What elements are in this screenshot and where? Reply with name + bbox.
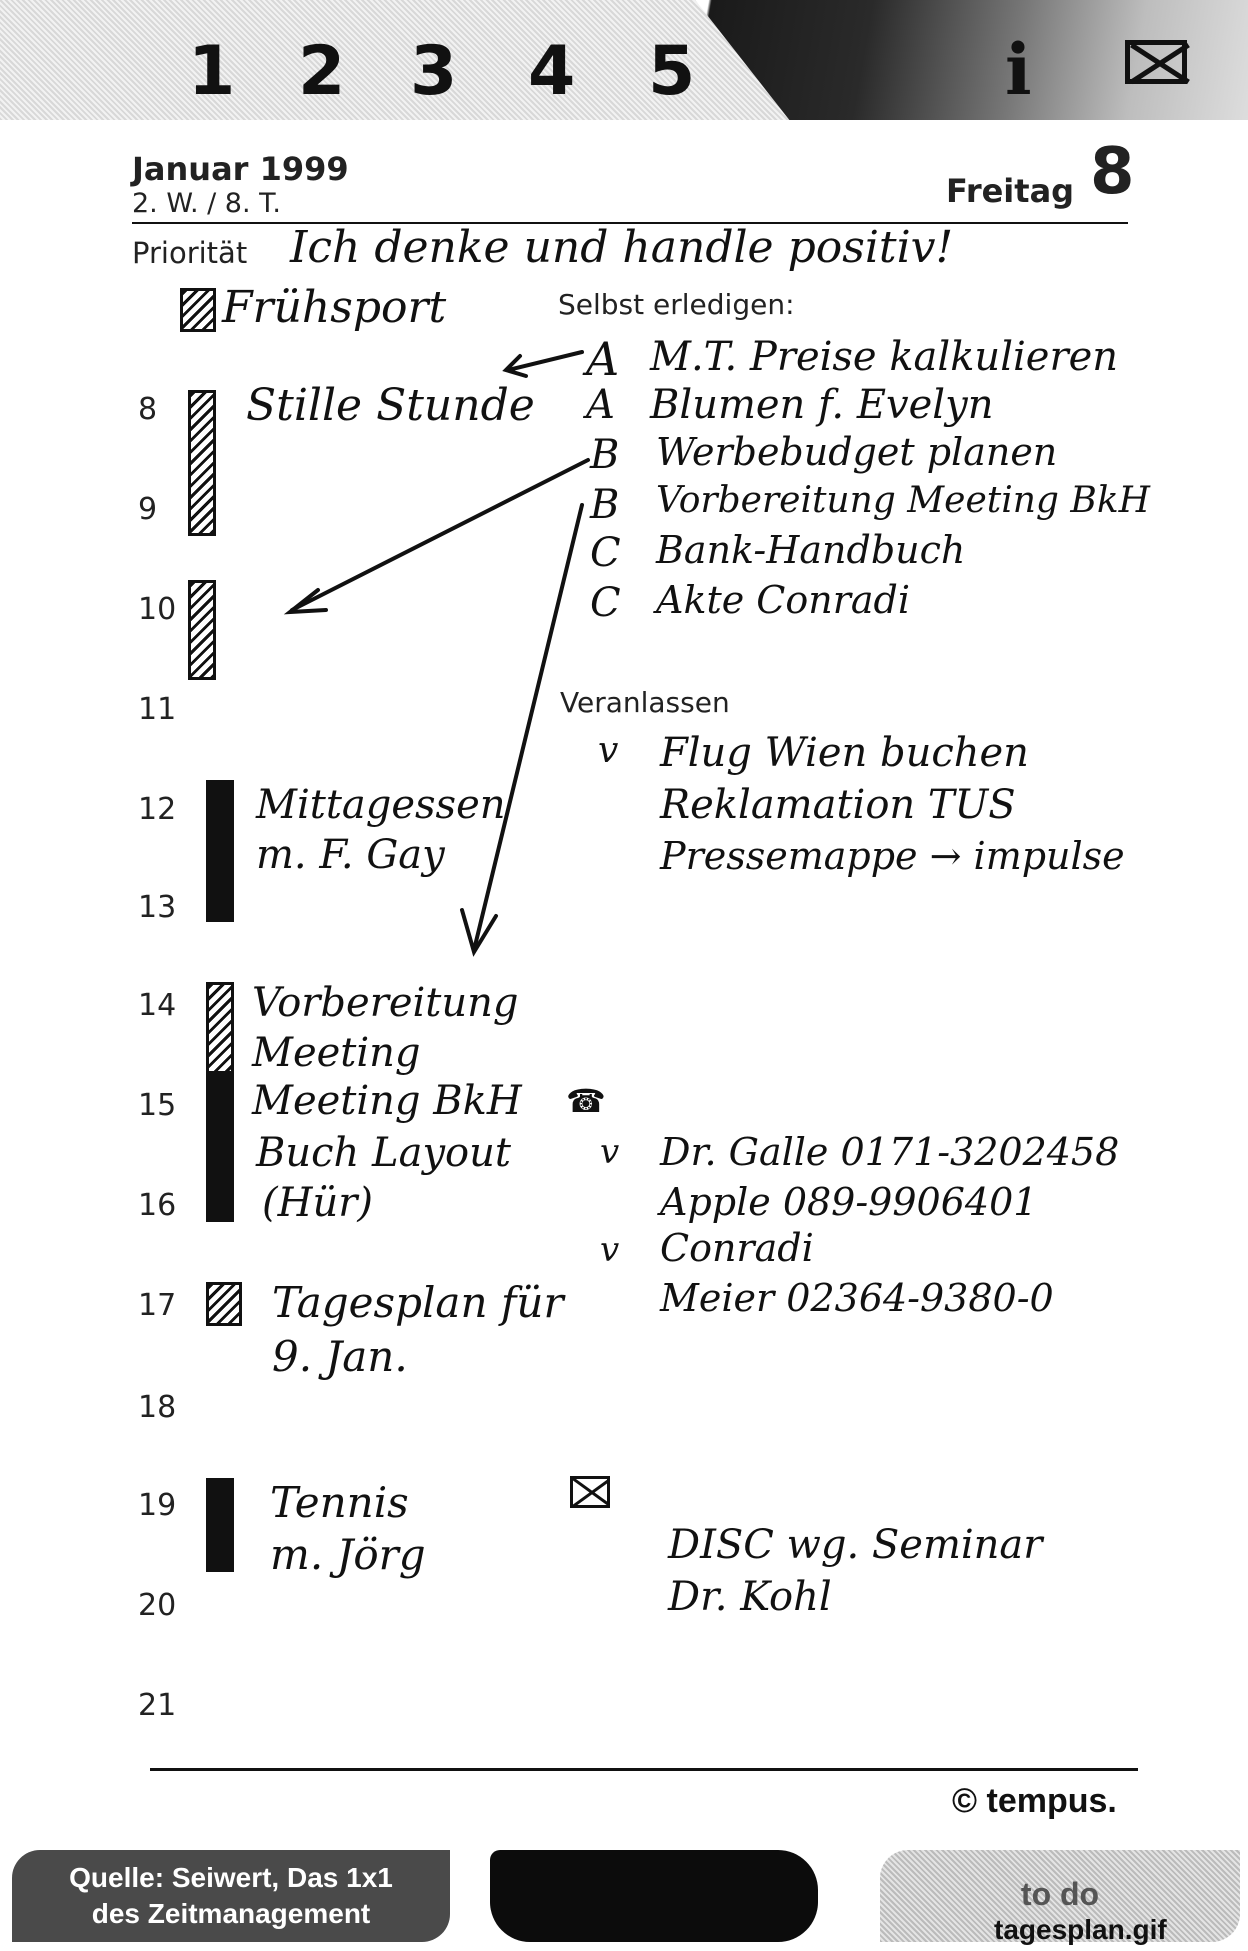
arrow-head	[502, 354, 528, 378]
arrow-line	[506, 350, 584, 372]
hour-label: 21	[138, 1688, 177, 1723]
hatched-block	[188, 390, 216, 536]
todo-button[interactable]: to do	[880, 1850, 1240, 1942]
appointment-stille-stunde: Stille Stunde	[246, 380, 535, 431]
mail-icon	[570, 1476, 610, 1508]
mail-item: Dr. Kohl	[668, 1574, 832, 1620]
task-text: M.T. Preise kalkulieren	[650, 334, 1119, 380]
day-number: 8	[1090, 135, 1135, 209]
task-text: Akte Conradi	[656, 578, 911, 622]
weekday: Freitag	[946, 172, 1075, 210]
hatched-block	[206, 982, 234, 1074]
task-priority: B	[590, 432, 620, 478]
file-name: tagesplan.gif	[994, 1914, 1167, 1945]
hour-label: 15	[138, 1088, 177, 1123]
appointment-mittagessen-with: m. F. Gay	[256, 832, 445, 878]
arrow-line	[290, 458, 590, 612]
header-divider	[132, 222, 1128, 224]
appointment-buch-layout: Buch Layout	[256, 1130, 511, 1176]
phone-item: Dr. Galle 0171-3202458	[660, 1130, 1120, 1174]
hour-label: 9	[138, 492, 158, 527]
task-priority: B	[590, 482, 620, 528]
task-text: Werbebudget planen	[656, 430, 1058, 474]
delegate-item: Reklamation TUS	[660, 782, 1016, 828]
tab-3[interactable]: 3	[410, 32, 458, 111]
hour-label: 14	[138, 988, 177, 1023]
appointment-meeting: Meeting BkH	[252, 1078, 522, 1124]
appointment-vorbereitung-meeting: Meeting	[252, 1030, 421, 1076]
arrow-head	[460, 908, 498, 957]
appointment-mittagessen: Mittagessen	[256, 782, 506, 828]
hour-label: 11	[138, 692, 177, 727]
month-year: Januar 1999	[132, 150, 349, 188]
hour-label: 17	[138, 1288, 177, 1323]
phone-item: Meier 02364-9380-0	[660, 1276, 1054, 1320]
hour-label: 18	[138, 1390, 177, 1425]
delegate-item: Flug Wien buchen	[660, 730, 1029, 776]
hour-label: 8	[138, 392, 158, 427]
source-line-2: des Zeitmanagement	[91, 1898, 371, 1929]
arrow-head	[283, 588, 328, 615]
hatched-block	[188, 580, 216, 680]
appointment-tennis: Tennis	[270, 1478, 409, 1527]
appointment-vorbereitung: Vorbereitung	[252, 980, 519, 1026]
task-text: Vorbereitung Meeting BkH	[656, 480, 1151, 521]
footer-divider	[150, 1768, 1138, 1771]
check-mark: v	[600, 1132, 620, 1172]
task-priority: C	[590, 530, 621, 576]
appointment-hur: (Hür)	[262, 1180, 373, 1226]
hatched-block	[206, 1282, 242, 1326]
envelope-icon[interactable]	[1125, 40, 1187, 84]
week-day-count: 2. W. / 8. T.	[132, 188, 282, 219]
hour-label: 13	[138, 890, 177, 925]
phone-item: Conradi	[660, 1226, 814, 1270]
check-mark: v	[600, 1230, 620, 1270]
hour-label: 12	[138, 792, 177, 827]
info-icon[interactable]: i	[1005, 28, 1032, 111]
task-priority: A	[586, 332, 620, 386]
selbst-erledigen-label: Selbst erledigen:	[558, 288, 795, 321]
daily-motto: Ich denke und handle positiv!	[290, 222, 954, 273]
task-text: Blumen f. Evelyn	[650, 382, 994, 428]
task-priority: C	[590, 580, 621, 626]
todo-label: to do	[1020, 1876, 1100, 1912]
nav-button[interactable]	[490, 1850, 818, 1942]
appointment-tagesplan: Tagesplan für	[272, 1278, 564, 1327]
telephone-icon: ☎	[566, 1082, 606, 1120]
tab-2[interactable]: 2	[298, 32, 346, 111]
hour-label: 10	[138, 592, 177, 627]
source-line-1: Quelle: Seiwert, Das 1x1	[69, 1862, 393, 1893]
brand-logo: © tempus.	[952, 1782, 1117, 1820]
busy-block	[206, 1074, 234, 1222]
busy-block	[206, 1478, 234, 1572]
appointment-tagesplan-date: 9. Jan.	[272, 1332, 408, 1381]
tab-1[interactable]: 1	[188, 32, 236, 111]
priority-label: Priorität	[132, 236, 248, 270]
tab-4[interactable]: 4	[528, 32, 576, 111]
task-priority: A	[586, 382, 615, 428]
appointment-fruehsport: Frühsport	[222, 282, 447, 333]
hour-label: 16	[138, 1188, 177, 1223]
delegate-item: Pressemappe → impulse	[660, 834, 1125, 878]
veranlassen-label: Veranlassen	[560, 686, 730, 719]
phone-item: Apple 089-9906401	[660, 1180, 1038, 1224]
tab-5[interactable]: 5	[648, 32, 696, 111]
busy-block	[206, 780, 234, 922]
task-text: Bank-Handbuch	[656, 528, 966, 572]
check-mark: v	[598, 730, 619, 771]
appointment-tennis-with: m. Jörg	[270, 1530, 426, 1579]
mail-item: DISC wg. Seminar	[668, 1522, 1043, 1568]
arrow-line	[472, 503, 584, 952]
hour-label: 20	[138, 1588, 177, 1623]
hatched-block	[180, 288, 216, 332]
hour-label: 19	[138, 1488, 177, 1523]
source-caption-box: Quelle: Seiwert, Das 1x1 des Zeitmanagem…	[12, 1850, 450, 1942]
